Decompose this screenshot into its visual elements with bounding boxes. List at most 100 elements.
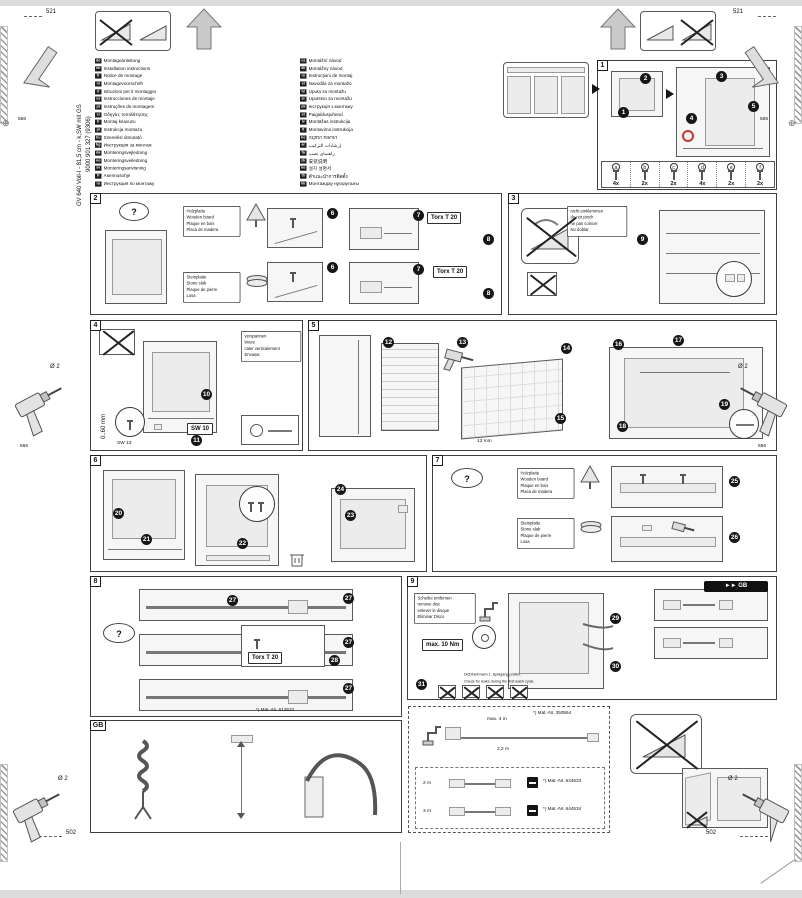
- mounting-bracket-icon-left: [22, 45, 58, 88]
- language-label: Montāžas instrukcija: [308, 119, 351, 125]
- language-row: ru Инструкция по монтажу: [95, 180, 156, 188]
- disc-detail-zoom: [472, 625, 496, 649]
- panel-5: 5 12 13 14 15 16 17 18 19 13 mm: [308, 320, 777, 451]
- callout-line: Envasar: [244, 353, 260, 358]
- callout-line: ne pas coincer: [570, 222, 598, 227]
- dim-line: [758, 16, 776, 17]
- screw-icon: [699, 169, 706, 180]
- language-list-left: de Montageanleitung en Installation inst…: [95, 57, 156, 188]
- drill-diameter-mid-left: Ø 2: [50, 364, 60, 370]
- step-badge-28: 28: [329, 655, 340, 666]
- callout-line: Stone slab: [186, 281, 207, 286]
- language-label: Monteringsveiledning: [103, 158, 148, 164]
- panel-number: 2: [90, 193, 101, 204]
- callout-line: Steinplatte: [186, 275, 207, 280]
- step-badge-17: 17: [673, 335, 684, 346]
- mat-nr-644534: *) Mat.-Nr. 644534: [543, 807, 582, 812]
- part-qty: 4x: [699, 180, 706, 187]
- arrow-down-icon: [237, 813, 245, 819]
- step-badge-26: 26: [729, 532, 740, 543]
- language-row: el Οδηγίες τοποθέτησης: [95, 111, 156, 119]
- language-code-chip: uk: [300, 104, 307, 110]
- language-label: Montageanleitung: [103, 58, 141, 64]
- hose-coupling-detail: [654, 627, 768, 659]
- dishwasher-rear-figure: [105, 230, 167, 304]
- dim-line: [24, 16, 42, 17]
- language-code-chip: fa: [300, 150, 307, 156]
- language-row: fi Asennusohje: [95, 172, 156, 180]
- gb-continue-tag: ►► GB: [704, 581, 768, 592]
- screw-icon: [728, 169, 735, 180]
- language-code-chip: fr: [95, 73, 102, 79]
- language-code-chip: zh: [300, 158, 307, 164]
- language-code-chip: tr: [95, 119, 102, 125]
- language-code-chip: no: [95, 158, 102, 164]
- torx-t20-label: Torx T 20: [248, 652, 283, 664]
- wedge-icon: [642, 734, 686, 758]
- language-label: Monteringsvejledning: [103, 150, 148, 156]
- callout-line: Eliminar Disco: [417, 615, 445, 620]
- step-badge-27: 27: [227, 595, 238, 606]
- hose-coupling: [587, 733, 599, 742]
- screw-icon: [612, 169, 619, 180]
- max-torque-label: max. 10 Nm: [422, 639, 464, 651]
- callout-line: Wooden board: [186, 215, 214, 220]
- language-label: راهنمای نصب: [308, 151, 335, 157]
- screw-icon: [757, 169, 764, 180]
- language-code-chip: lv: [300, 119, 307, 125]
- screw-icon: [127, 420, 133, 430]
- question-cloud: ?: [103, 623, 135, 643]
- faucet-icon: [479, 602, 498, 622]
- screw-detail-zoom: [239, 486, 275, 522]
- language-code-chip: kk: [300, 181, 307, 187]
- language-code-chip: sv: [95, 166, 102, 172]
- screw-icon: [641, 169, 648, 180]
- step-badge-10: 10: [201, 389, 212, 400]
- step-badge-27: 27: [343, 593, 354, 604]
- dim-502-left: 502: [66, 830, 77, 836]
- tree-icon: [246, 202, 266, 227]
- drill-diameter-mid-right: Ø 2: [738, 364, 748, 370]
- step-badge-7: 7: [413, 264, 424, 275]
- language-row: kk Монтаждау нұсқаулығы: [300, 180, 359, 188]
- fold-up-arrow-right-icon: [600, 8, 636, 50]
- language-row: zh 安装说明: [300, 157, 359, 165]
- hatch-ruler-bottom-right: [794, 764, 802, 862]
- language-label: Монтаждау нұсқаулығы: [308, 181, 359, 187]
- dim-2m: 2 m: [423, 781, 432, 786]
- language-row: pl Instrukcja montażu: [95, 126, 156, 134]
- niche-figure: [611, 71, 663, 117]
- step-badge-31: 31: [416, 679, 427, 690]
- language-row: en Installation instructions: [95, 65, 156, 73]
- language-code-chip: bg: [95, 142, 102, 149]
- step-badge-27: 27: [343, 637, 354, 648]
- dim-3m: 3 m: [423, 809, 432, 814]
- language-label: Navodila za montažo: [308, 81, 352, 87]
- hardware-part: a 4x: [602, 162, 631, 187]
- hardware-part: f 2x: [746, 162, 774, 187]
- callout-line: Stone slab: [520, 527, 541, 532]
- question-cloud: ?: [119, 202, 149, 221]
- step-badge-6: 6: [327, 262, 338, 273]
- language-row: ro Instrucţiuni de montaj: [300, 72, 359, 80]
- hardware-part: e 2x: [717, 162, 747, 187]
- dim-line: [740, 836, 768, 837]
- detail-zoom-circle: [716, 261, 752, 297]
- part-qty: 2x: [756, 180, 764, 187]
- screw-icon: [290, 272, 296, 282]
- language-code-chip: pl: [95, 127, 102, 133]
- language-row: sl Navodila za montažo: [300, 80, 359, 88]
- step-badge-27: 27: [343, 683, 354, 694]
- side-rail-figure: [139, 589, 353, 621]
- dim-566-left: 566: [20, 444, 29, 449]
- sink-loop-figure: [304, 753, 378, 818]
- aquastop-box: [445, 727, 461, 740]
- language-label: Montaj kılavuzu: [103, 119, 136, 125]
- part-qty: 2x: [641, 180, 648, 187]
- dim-521-left: 521: [46, 9, 57, 15]
- step-badge-7: 7: [413, 210, 424, 221]
- bracket-fixing-figure: [349, 262, 419, 304]
- language-row: uk Інструкція з монтажу: [300, 103, 359, 111]
